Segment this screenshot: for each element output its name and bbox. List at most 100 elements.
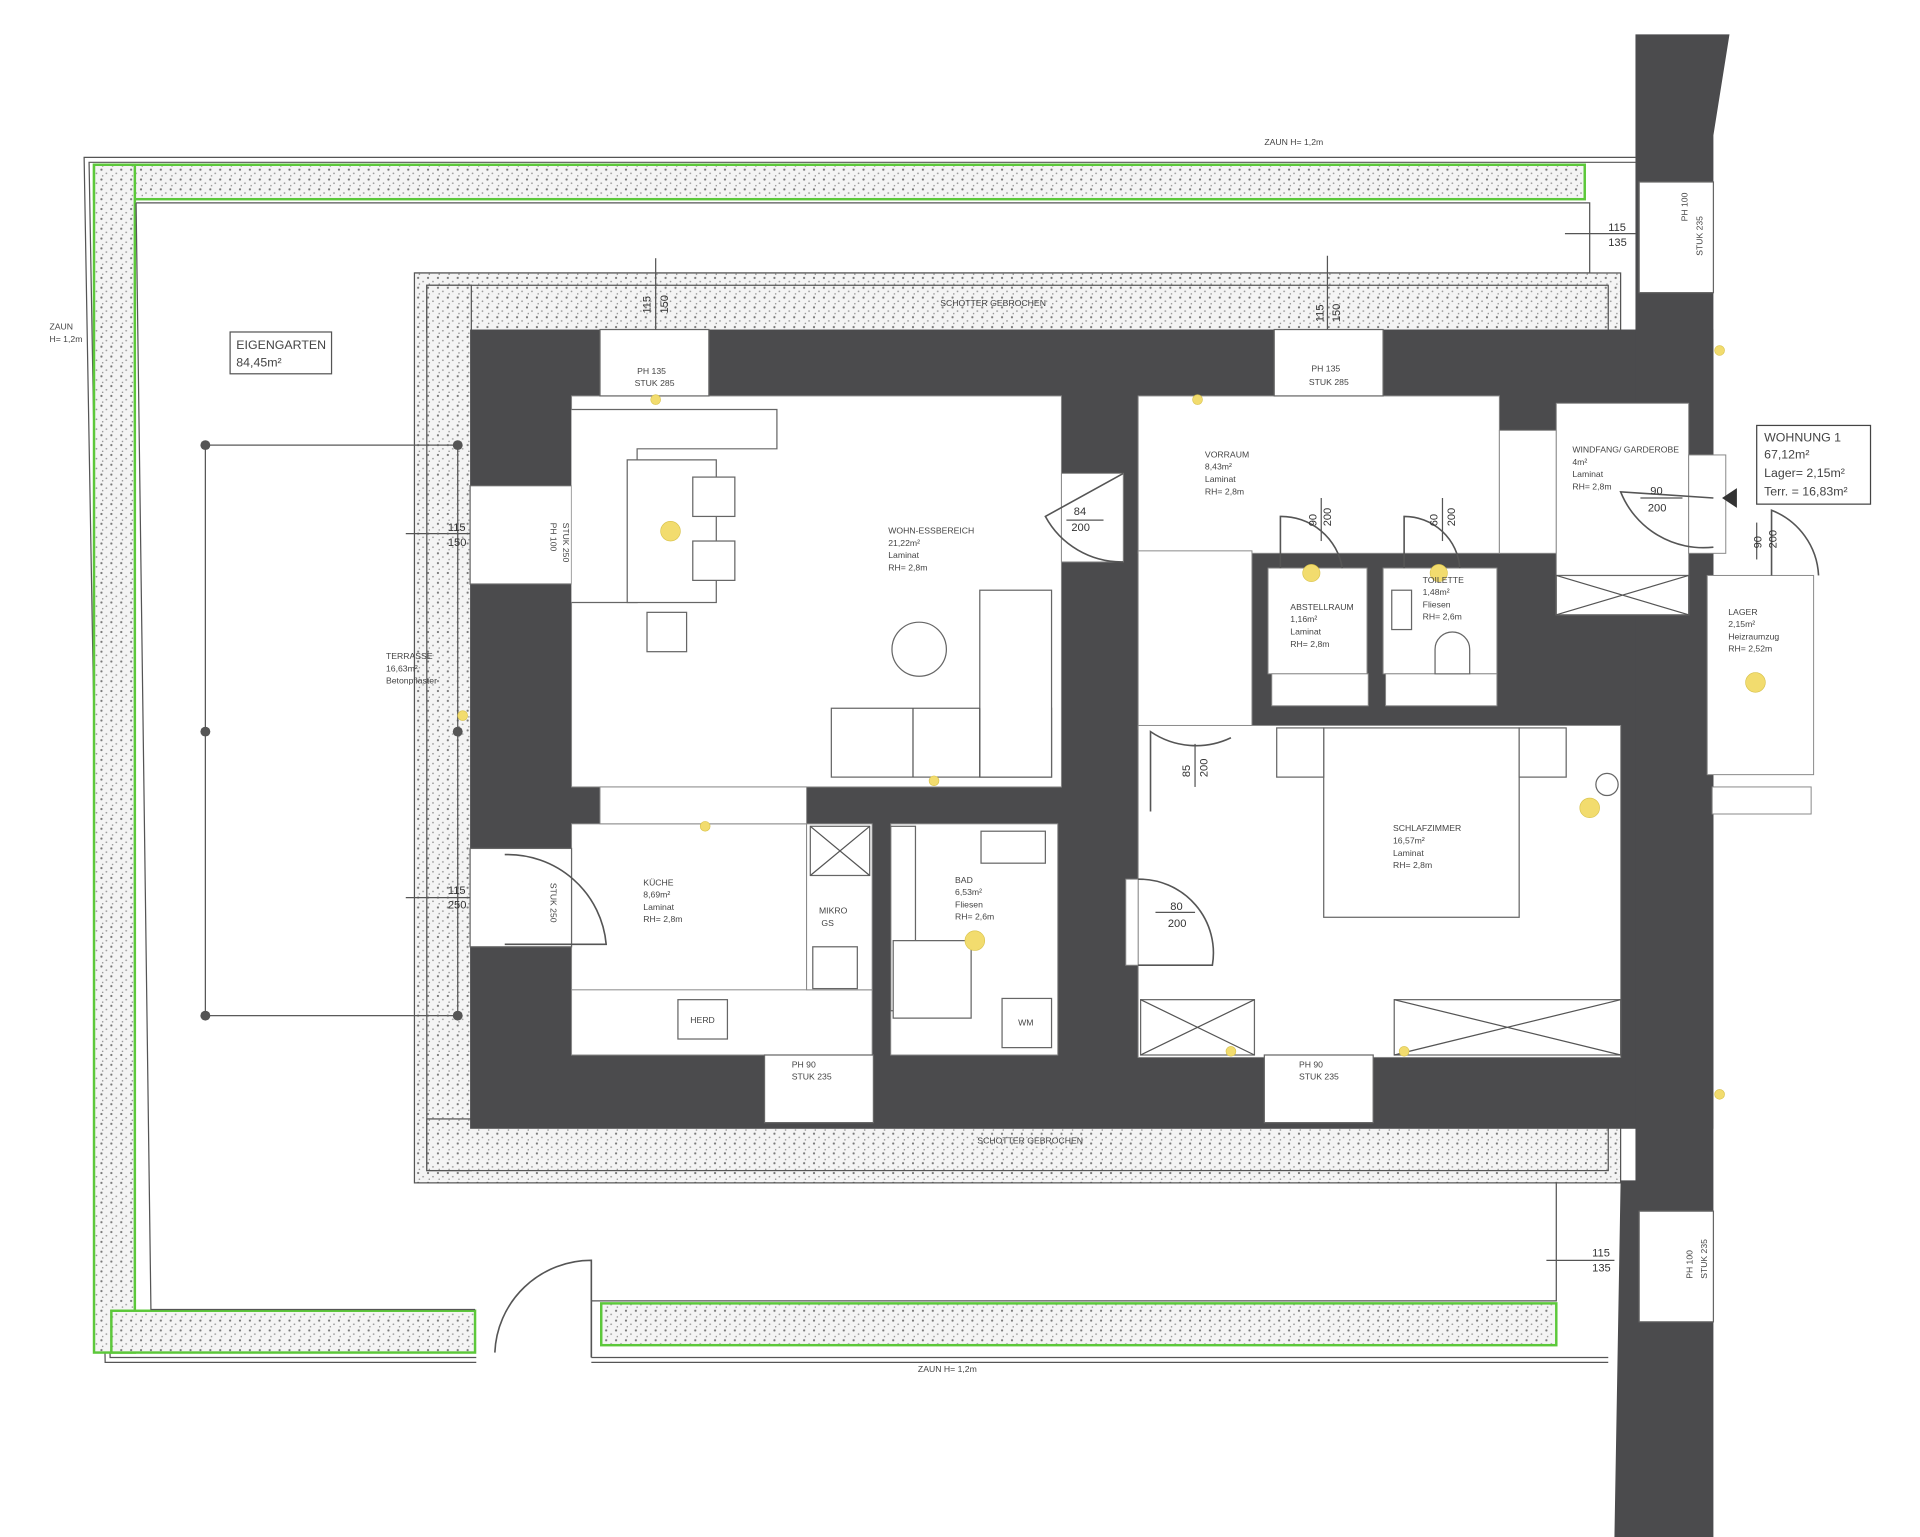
svg-text:EIGENGARTEN: EIGENGARTEN (236, 338, 326, 352)
svg-text:Lager= 2,15m²: Lager= 2,15m² (1764, 466, 1845, 480)
garden-gate[interactable] (494, 1259, 593, 1358)
svg-text:RH= 2,8m: RH= 2,8m (1572, 481, 1611, 491)
svg-text:KÜCHE: KÜCHE (643, 877, 674, 887)
window-right-bottom (1638, 1210, 1715, 1323)
svg-text:TERRASSE: TERRASSE (386, 651, 433, 661)
room-label-bedroom: SCHLAFZIMMER 16,57m² Laminat RH= 2,8m (1393, 823, 1461, 870)
garden-label: EIGENGARTEN 84,45m² (229, 331, 333, 375)
svg-text:115: 115 (1592, 1248, 1610, 1260)
ceiling-lights (457, 345, 1766, 1100)
fixture-micro: MIKRO (819, 906, 848, 916)
svg-text:115: 115 (642, 296, 654, 314)
svg-text:SCHLAFZIMMER: SCHLAFZIMMER (1393, 823, 1461, 833)
gravel-label-top: SCHOTTER GEBROCHEN (940, 298, 1046, 308)
window-bed-bottom (1263, 1054, 1374, 1124)
svg-text:PH 135: PH 135 (637, 366, 666, 376)
svg-text:PH 100: PH 100 (549, 523, 559, 552)
gravel-strip-left (92, 163, 137, 1354)
svg-text:WOHN-ESSBEREICH: WOHN-ESSBEREICH (888, 526, 974, 536)
svg-text:1,16m²: 1,16m² (1290, 614, 1317, 624)
svg-text:16,57m²: 16,57m² (1393, 836, 1425, 846)
svg-text:RH= 2,8m: RH= 2,8m (643, 914, 682, 924)
gravel-strip-bottom-left (110, 1309, 477, 1354)
svg-text:200: 200 (1168, 918, 1187, 930)
window-left (469, 485, 573, 585)
svg-text:115: 115 (448, 522, 466, 534)
svg-text:16,63m²: 16,63m² (386, 663, 418, 673)
svg-text:Laminat: Laminat (1393, 848, 1424, 858)
svg-text:21,22m²: 21,22m² (888, 538, 920, 548)
window-living-top (599, 328, 710, 397)
gravel-strip-bottom-right (600, 1302, 1558, 1347)
svg-text:90: 90 (1753, 536, 1765, 548)
furniture (571, 408, 1690, 1056)
svg-text:4m²: 4m² (1572, 457, 1587, 467)
svg-text:RH= 2,52m: RH= 2,52m (1728, 644, 1772, 654)
svg-text:PH 90: PH 90 (792, 1059, 816, 1069)
gravel-label-bottom: SCHOTTER GEBROCHEN (977, 1136, 1083, 1146)
svg-text:STUK 250: STUK 250 (561, 523, 571, 563)
room-label-hall: VORRAUM 8,43m² Laminat RH= 2,8m (1205, 449, 1249, 496)
fence-label-bottom: ZAUN H= 1,2m (918, 1364, 977, 1374)
room-label-entry: WINDFANG/ GARDEROBE 4m² Laminat RH= 2,8m (1572, 445, 1679, 492)
fence-label-top: ZAUN H= 1,2m (1264, 137, 1323, 147)
fence-label-left-2: H= 1,2m (49, 334, 82, 344)
svg-text:RH= 2,6m: RH= 2,6m (1423, 612, 1462, 622)
svg-text:STUK 285: STUK 285 (635, 378, 675, 388)
svg-text:115: 115 (1608, 222, 1626, 234)
svg-text:STUK 235: STUK 235 (1699, 1239, 1709, 1279)
svg-text:Fliesen: Fliesen (1423, 599, 1451, 609)
svg-text:84: 84 (1074, 506, 1086, 518)
svg-text:8,43m²: 8,43m² (1205, 462, 1232, 472)
svg-text:Laminat: Laminat (1205, 474, 1236, 484)
svg-text:90: 90 (1650, 485, 1662, 497)
doors[interactable] (504, 472, 1820, 967)
room-label-storage: ABSTELLRAUM 1,16m² Laminat RH= 2,8m (1290, 602, 1353, 649)
room-label-lager: LAGER 2,15m² Heizraumzug RH= 2,52m (1728, 607, 1779, 654)
room-label-toilet: TOILETTE 1,48m² Fliesen RH= 2,6m (1423, 575, 1464, 622)
svg-text:150: 150 (659, 295, 671, 313)
svg-text:PH 135: PH 135 (1311, 363, 1340, 373)
svg-text:200: 200 (1446, 508, 1458, 526)
room-hall (1137, 395, 1500, 554)
room-label-living: WOHN-ESSBEREICH 21,22m² Laminat RH= 2,8m (888, 526, 974, 573)
svg-text:1,48m²: 1,48m² (1423, 587, 1450, 597)
svg-text:BAD: BAD (955, 875, 973, 885)
svg-text:135: 135 (1592, 1262, 1611, 1274)
svg-text:Laminat: Laminat (643, 902, 674, 912)
fixture-washer: WM (1018, 1018, 1033, 1028)
svg-text:RH= 2,8m: RH= 2,8m (1205, 486, 1244, 496)
fixture-stove: HERD (690, 1015, 715, 1025)
svg-text:150: 150 (1331, 304, 1343, 322)
window-labels: PH 135 STUK 285 PH 135 STUK 285 PH 90 ST… (549, 192, 1710, 1278)
svg-text:Betonpflaster: Betonpflaster (386, 676, 437, 686)
svg-text:RH= 2,6m: RH= 2,6m (955, 912, 994, 922)
svg-text:STUK 235: STUK 235 (1299, 1072, 1339, 1082)
svg-text:200: 200 (1322, 508, 1334, 526)
svg-text:VORRAUM: VORRAUM (1205, 449, 1249, 459)
svg-text:ABSTELLRAUM: ABSTELLRAUM (1290, 602, 1353, 612)
svg-text:RH= 2,8m: RH= 2,8m (888, 563, 927, 573)
window-kitchen-bottom (763, 1054, 875, 1124)
room-label-bath: BAD 6,53m² Fliesen RH= 2,6m (955, 875, 994, 922)
svg-text:67,12m²: 67,12m² (1764, 448, 1809, 462)
svg-text:Laminat: Laminat (1572, 469, 1603, 479)
svg-text:60: 60 (1428, 514, 1440, 526)
svg-text:TOILETTE: TOILETTE (1423, 575, 1464, 585)
svg-text:STUK 250: STUK 250 (549, 883, 559, 923)
svg-text:STUK 285: STUK 285 (1309, 377, 1349, 387)
svg-text:Terr. = 16,83m²: Terr. = 16,83m² (1764, 485, 1848, 499)
svg-text:STUK 235: STUK 235 (792, 1072, 832, 1082)
svg-text:6,53m²: 6,53m² (955, 887, 982, 897)
window-right-top (1638, 181, 1715, 294)
svg-text:PH 100: PH 100 (1684, 1250, 1694, 1279)
svg-text:150: 150 (448, 537, 467, 549)
svg-text:WINDFANG/ GARDEROBE: WINDFANG/ GARDEROBE (1572, 445, 1679, 455)
svg-text:8,69m²: 8,69m² (643, 890, 670, 900)
svg-text:Laminat: Laminat (888, 550, 919, 560)
svg-text:250: 250 (448, 900, 467, 912)
apartment-summary: WOHNUNG 1 67,12m² Lager= 2,15m² Terr. = … (1756, 424, 1872, 505)
window-hall-top (1273, 328, 1384, 397)
svg-text:PH 90: PH 90 (1299, 1059, 1323, 1069)
